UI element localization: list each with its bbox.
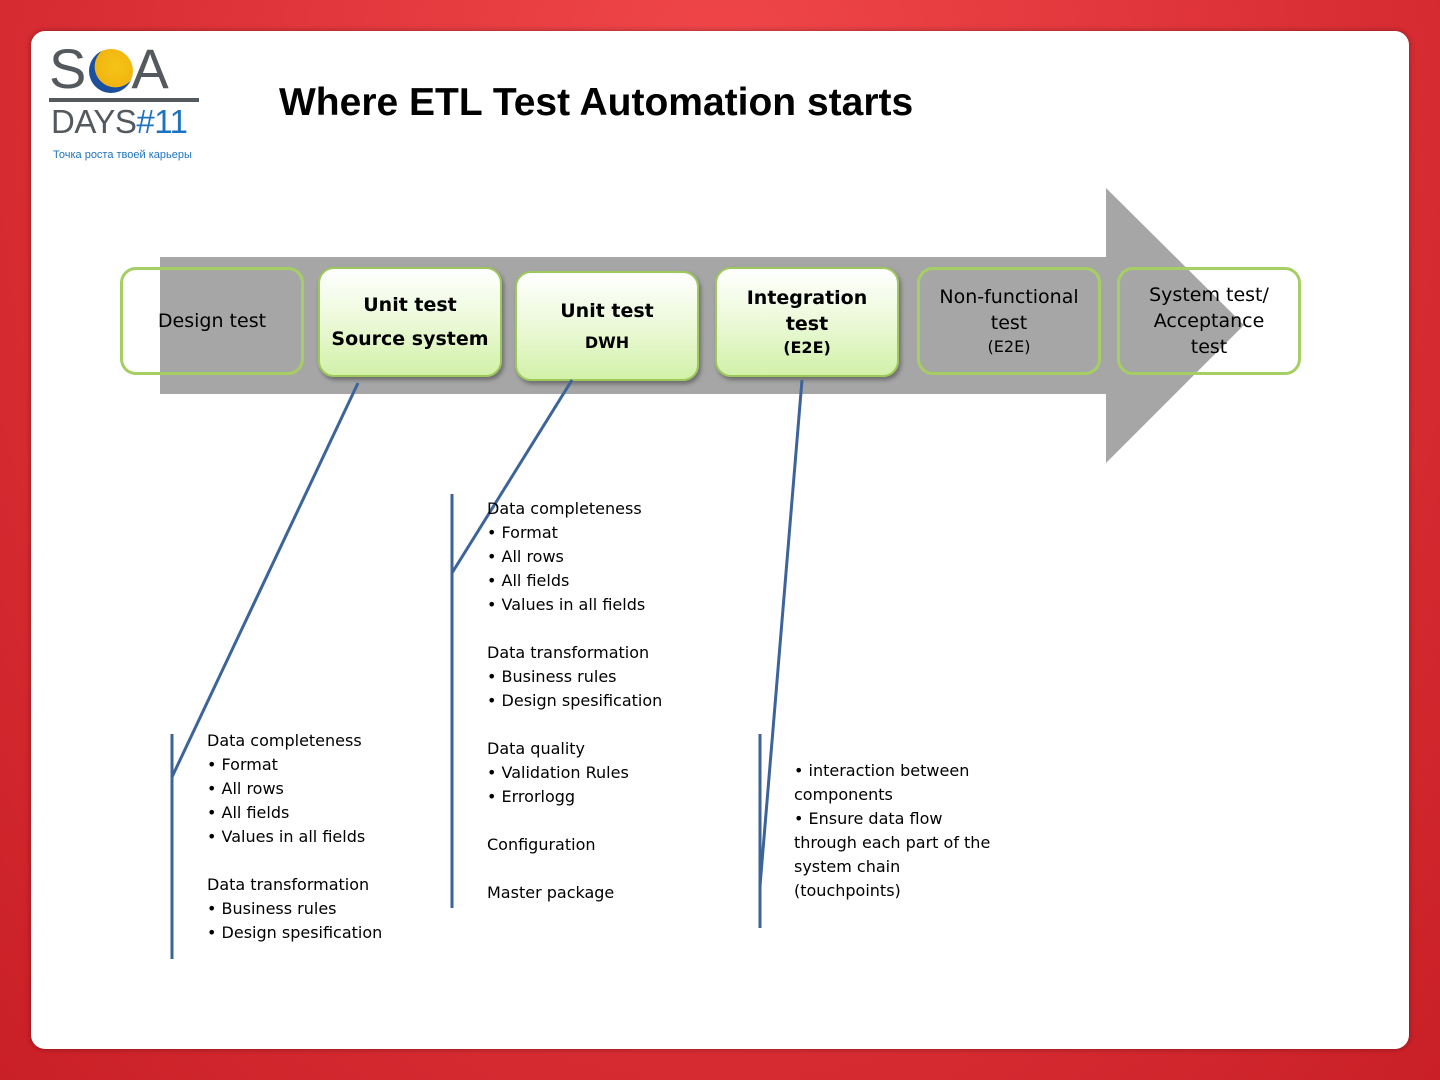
notes-dwh: Data completeness • Format • All rows • All… xyxy=(487,497,662,905)
slide-title: Where ETL Test Automation starts xyxy=(279,81,914,124)
stage-label-line: Design test xyxy=(157,310,267,332)
logo-days-number: #11 xyxy=(136,103,188,140)
bullet-item: • Ensure data flow xyxy=(794,809,943,828)
stage-label-line: Non-functional xyxy=(939,286,1079,308)
stage-non-functional-test: Non-functional test (E2E) xyxy=(917,267,1101,375)
note-heading: (touchpoints) xyxy=(794,881,901,900)
stage-label-line: Unit test xyxy=(560,300,654,322)
logo-tagline: Точка роста твоей карьеры xyxy=(53,149,192,161)
stage-label-line: test xyxy=(785,313,829,335)
spacer xyxy=(207,849,382,873)
spacer xyxy=(487,617,662,641)
stage-label-line: DWH xyxy=(584,333,630,352)
logo-days: DAYS#11 xyxy=(51,105,188,139)
stage-label-line: (E2E) xyxy=(783,338,831,357)
note-heading: system chain xyxy=(794,857,901,876)
stage-system-acceptance-test: System test/Acceptance test xyxy=(1117,267,1301,375)
logo-divider xyxy=(49,98,199,102)
bullet-item: • Validation Rules xyxy=(487,763,629,782)
stage-design-test: Design test xyxy=(120,267,304,375)
note-heading: components xyxy=(794,785,893,804)
bullet-item: • Design spesification xyxy=(487,691,663,710)
note-heading: Data transformation xyxy=(207,875,370,894)
bullet-item: • Business rules xyxy=(207,899,337,918)
note-heading: Master package xyxy=(487,883,615,902)
stage-label-line: test xyxy=(1190,336,1228,358)
note-heading: Data completeness xyxy=(207,731,362,750)
stage-label-line: Unit test xyxy=(363,294,457,316)
connector-dwh xyxy=(450,379,574,574)
bullet-item: • Values in all fields xyxy=(487,595,646,614)
bullet-item: • All rows xyxy=(487,547,564,566)
bullet-item: • Format xyxy=(487,523,558,542)
logo-ball-icon xyxy=(89,49,133,93)
bullet-item: • interaction between xyxy=(794,761,970,780)
bullet-item: • Format xyxy=(207,755,278,774)
bullet-item: • Values in all fields xyxy=(207,827,366,846)
stage-integration-test: Integration test (E2E) xyxy=(715,267,899,377)
spacer xyxy=(487,857,662,881)
bullet-item: • All fields xyxy=(207,803,290,822)
logo-letter-s: S xyxy=(49,37,86,100)
logo-days-text: DAYS xyxy=(51,103,137,140)
spacer xyxy=(487,809,662,833)
stage-label-line: test xyxy=(990,312,1028,334)
stage-label-line: Acceptance xyxy=(1153,310,1265,332)
progress-arrow xyxy=(160,188,1244,463)
note-heading: Data quality xyxy=(487,739,586,758)
note-heading: through each part of the xyxy=(794,833,991,852)
connector-integration xyxy=(758,379,804,887)
note-heading: Data transformation xyxy=(487,643,650,662)
notes-integration: • interaction between components • Ensure … xyxy=(794,759,990,903)
stage-label-line: Integration xyxy=(746,287,868,309)
stage-label-line: System test/ xyxy=(1149,284,1269,306)
notes-source-system: Data completeness • Format • All rows • All… xyxy=(207,729,382,945)
spacer xyxy=(487,713,662,737)
stage-label-line: (E2E) xyxy=(987,337,1031,356)
bullet-item: • All rows xyxy=(207,779,284,798)
bullet-item: • Errorlogg xyxy=(487,787,576,806)
bullet-item: • Business rules xyxy=(487,667,617,686)
note-heading: Configuration xyxy=(487,835,596,854)
stage-label-line: Source system xyxy=(331,328,489,350)
diagram-graphics xyxy=(160,188,1244,463)
connector-lines xyxy=(170,379,804,959)
logo-letter-a: A xyxy=(131,37,168,100)
connector-source-system xyxy=(170,382,360,778)
bullet-item: • Design spesification xyxy=(207,923,383,942)
bullet-item: • All fields xyxy=(487,571,570,590)
note-heading: Data completeness xyxy=(487,499,642,518)
